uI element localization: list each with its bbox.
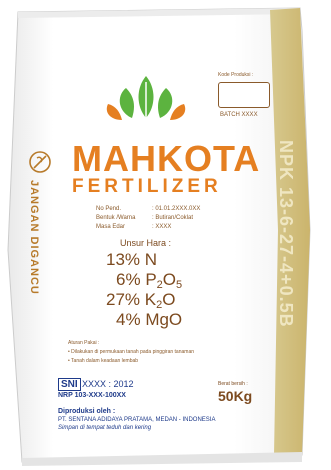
nutrient-pct: 13% <box>106 250 141 269</box>
unsur-title: Unsur Hara : <box>120 238 172 248</box>
spec-value: : Butiran/Coklat <box>152 215 194 221</box>
notes-line: • Tanah dalam keadaan lembab <box>68 358 139 364</box>
sni-logo: SNI <box>58 378 81 391</box>
side-right-formula: NPK 13-6-27-4+0.5B <box>276 140 296 328</box>
nutrient-pct: 4% <box>116 310 141 329</box>
weight-value: 50Kg <box>218 388 253 404</box>
sni-number: XXXX : 2012 <box>82 379 134 389</box>
weight-label: Berat bersih : <box>218 381 248 387</box>
specs-block: No Pend. : 01.01.2XXX.0XX Bentuk /Warna : … <box>96 206 200 233</box>
spec-row: Bentuk /Warna : Butiran/Coklat <box>96 215 200 224</box>
nutrient-pct: 27% <box>106 290 141 309</box>
notes-title: Aturan Pakai : <box>68 340 100 346</box>
spec-label: Masa Edar <box>96 224 126 230</box>
product-code-label: Kode Produksi : <box>218 72 254 78</box>
side-left-warning: JANGAN DIGANCU <box>28 180 40 295</box>
batch-label: BATCH XXXX <box>220 112 258 118</box>
producer-storage: Simpan di tempat teduh dan kering <box>58 425 152 431</box>
producer-company: PT. SENTANA ADIDAYA PRATAMA, MEDAN - IND… <box>58 417 216 423</box>
no-hook-icon <box>29 151 51 173</box>
producer-label: Diproduksi oleh : <box>58 408 116 415</box>
brand-subtitle: FERTILIZER <box>72 176 222 197</box>
spec-label: Bentuk /Warna <box>96 215 136 221</box>
nutrient-n: 13% N <box>106 250 157 270</box>
spec-value: : XXXX <box>152 224 172 230</box>
nutrient-formula: K2O <box>144 290 176 311</box>
spec-label: No Pend. <box>96 206 122 212</box>
notes-line: • Dilakukan di permukaan tanah pada ping… <box>68 349 195 355</box>
nutrient-mgo: 4% MgO <box>116 310 182 330</box>
nutrient-pct: 6% <box>116 270 141 289</box>
spec-value: : 01.01.2XXX.0XX <box>152 206 201 212</box>
nutrient-formula: MgO <box>145 310 183 329</box>
brand-name: MAHKOTA <box>72 138 261 179</box>
nutrient-k2o: 27% K2O <box>106 290 175 311</box>
usage-notes: Aturan Pakai : • Dilakukan di permukaan … <box>68 340 194 364</box>
gold-side-band <box>270 8 310 455</box>
product-code-box <box>218 82 270 108</box>
nutrient-formula: P2O5 <box>145 270 183 291</box>
spec-row: No Pend. : 01.01.2XXX.0XX <box>96 206 200 215</box>
nutrient-formula: N <box>144 250 158 269</box>
nrp-number: NRP 103-XXX-100XX <box>58 392 126 399</box>
leaf-crown-logo-icon <box>106 76 186 120</box>
spec-row: Masa Edar : XXXX <box>96 224 200 233</box>
nutrient-p2o5: 6% P2O5 <box>116 270 182 291</box>
